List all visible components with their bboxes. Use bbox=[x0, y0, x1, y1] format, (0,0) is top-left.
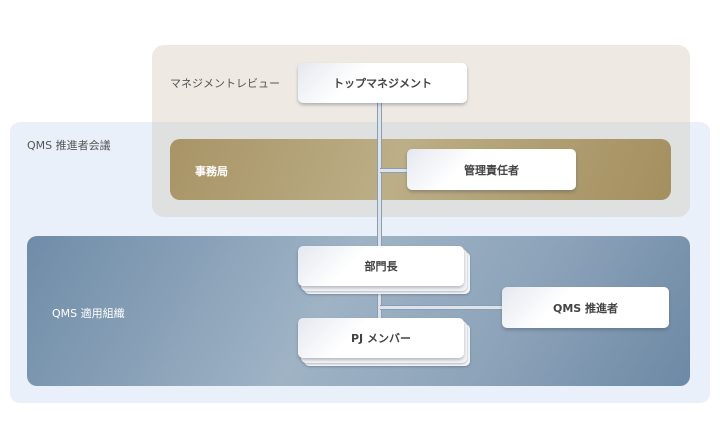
secretariat-label: 事務局 bbox=[195, 165, 228, 178]
node-label: トップマネジメント bbox=[333, 77, 432, 90]
node-department-head: 部門長 bbox=[298, 246, 464, 286]
node-label: PJ メンバー bbox=[351, 332, 411, 345]
node-label: 部門長 bbox=[364, 260, 398, 273]
node-label: QMS 推進者 bbox=[552, 301, 619, 315]
connector-vertical bbox=[377, 100, 382, 325]
management-review-label: マネジメントレビュー bbox=[170, 77, 280, 90]
node-top-management: トップマネジメント bbox=[298, 63, 467, 103]
connector-qms-promoter bbox=[380, 305, 504, 310]
node-qms-promoter: QMS 推進者 bbox=[502, 287, 669, 328]
node-label: 管理責任者 bbox=[464, 163, 519, 177]
node-management-representative: 管理責任者 bbox=[407, 149, 576, 190]
node-pj-member: PJ メンバー bbox=[298, 318, 464, 358]
qms-council-label: QMS 推進者会議 bbox=[27, 139, 111, 152]
connector-management-rep bbox=[380, 168, 410, 173]
qms-organization-label: QMS 適用組織 bbox=[52, 307, 125, 320]
